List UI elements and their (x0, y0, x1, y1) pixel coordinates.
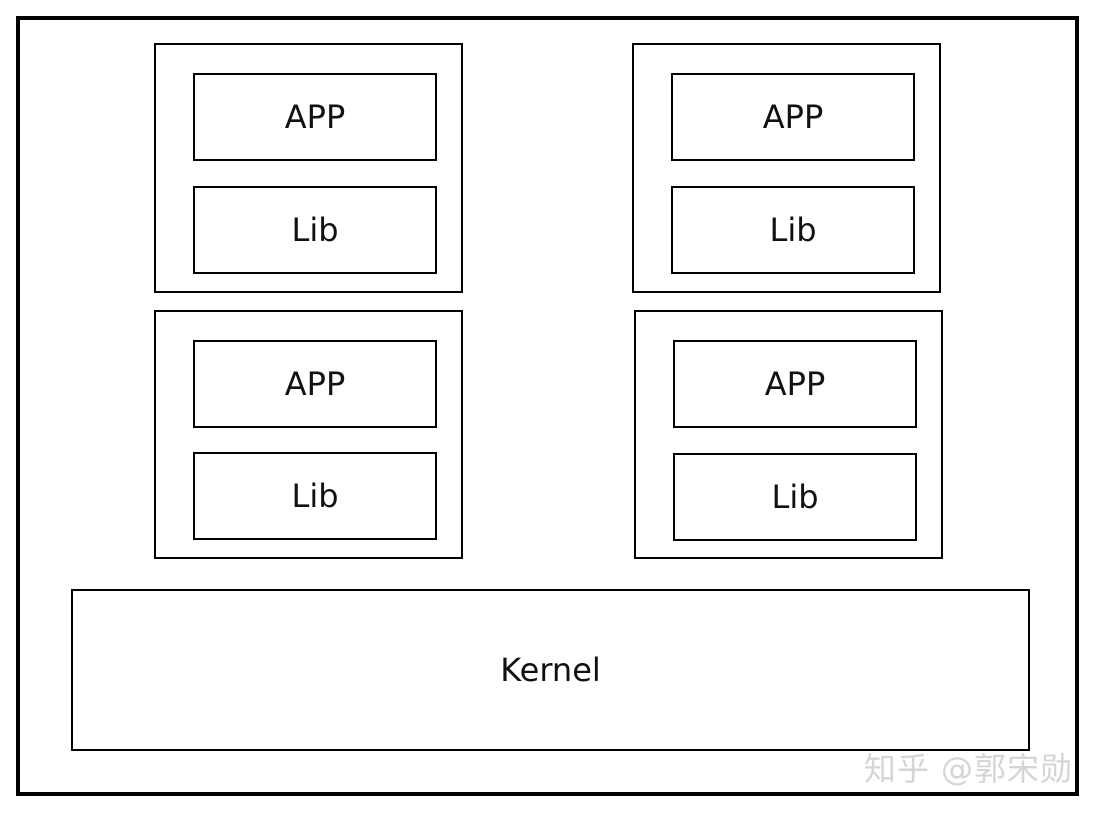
lib-box-bottom-right: Lib (673, 453, 917, 541)
app-label: APP (284, 365, 346, 403)
kernel-label: Kernel (500, 651, 601, 689)
lib-label: Lib (771, 478, 819, 516)
app-label: APP (284, 98, 346, 136)
app-label: APP (762, 98, 824, 136)
lib-label: Lib (291, 211, 339, 249)
kernel-box: Kernel (71, 589, 1030, 751)
app-box-bottom-right: APP (673, 340, 917, 428)
lib-label: Lib (769, 211, 817, 249)
lib-box-top-left: Lib (193, 186, 437, 274)
app-box-top-left: APP (193, 73, 437, 161)
lib-box-bottom-left: Lib (193, 452, 437, 540)
lib-box-top-right: Lib (671, 186, 915, 274)
app-label: APP (764, 365, 826, 403)
app-box-top-right: APP (671, 73, 915, 161)
lib-label: Lib (291, 477, 339, 515)
app-box-bottom-left: APP (193, 340, 437, 428)
watermark: 知乎 @郭宋勋 (863, 750, 1073, 788)
